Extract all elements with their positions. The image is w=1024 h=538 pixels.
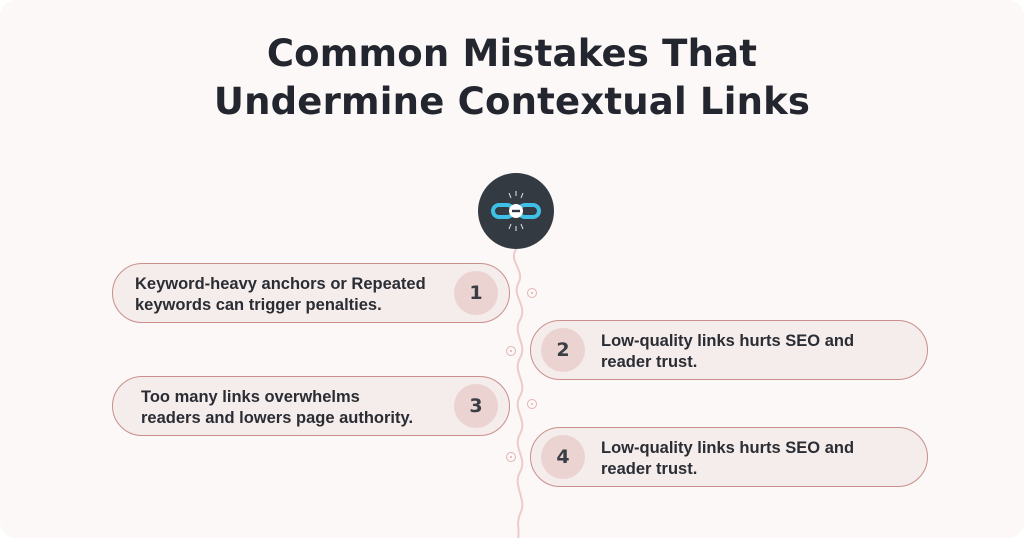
timeline-dot bbox=[506, 346, 516, 356]
mistake-card-4: 4 Low-quality links hurts SEO and reader… bbox=[530, 427, 928, 487]
mistake-text: Keyword-heavy anchors or Repeated keywor… bbox=[135, 275, 426, 314]
title-line-2: Undermine Contextual Links bbox=[213, 80, 811, 123]
mistake-card-2: 2 Low-quality links hurts SEO and reader… bbox=[530, 320, 928, 380]
timeline-dot bbox=[506, 452, 516, 462]
broken-link-icon bbox=[478, 173, 554, 249]
mistake-card-1: Keyword-heavy anchors or Repeated keywor… bbox=[112, 263, 510, 323]
step-number-badge: 1 bbox=[454, 271, 498, 315]
step-number-badge: 4 bbox=[541, 435, 585, 479]
mistake-text: Low-quality links hurts SEO and reader t… bbox=[601, 332, 855, 371]
step-number-badge: 2 bbox=[541, 328, 585, 372]
title-line-1: Common Mistakes That bbox=[266, 32, 758, 75]
mistake-text: Too many links overwhelms readers and lo… bbox=[141, 388, 414, 427]
page-title: Common Mistakes That Undermine Contextua… bbox=[0, 30, 1024, 126]
mistake-text: Low-quality links hurts SEO and reader t… bbox=[601, 439, 855, 478]
timeline-dot bbox=[527, 399, 537, 409]
step-number-badge: 3 bbox=[454, 384, 498, 428]
mistake-card-3: Too many links overwhelms readers and lo… bbox=[112, 376, 510, 436]
timeline-dot bbox=[527, 288, 537, 298]
